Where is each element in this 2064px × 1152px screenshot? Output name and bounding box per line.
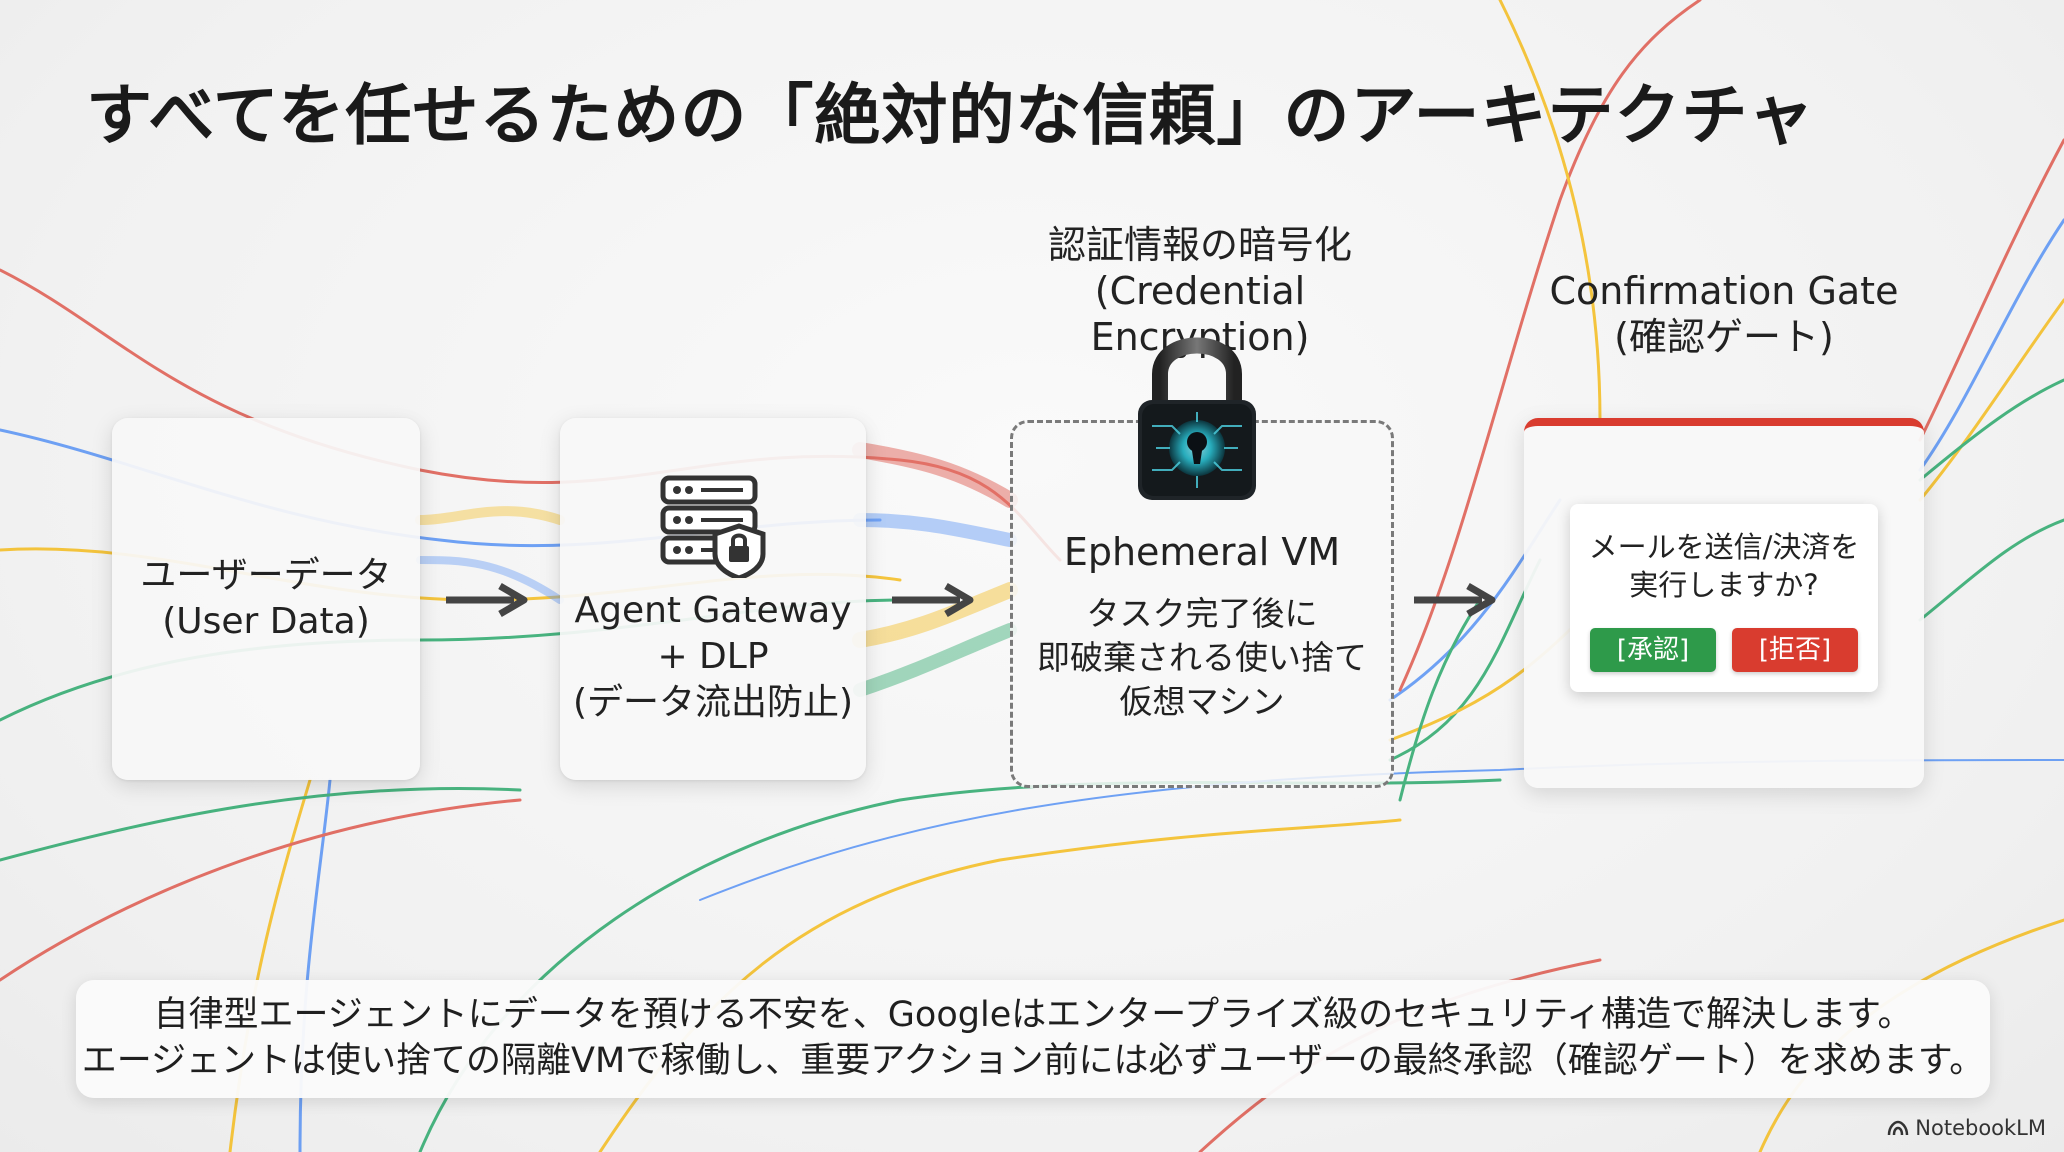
server-lock-icon bbox=[660, 475, 766, 578]
notebooklm-logo-icon bbox=[1888, 1120, 1909, 1136]
encryption-label: 認証情報の暗号化 (Credential Encryption) bbox=[990, 222, 1410, 360]
encryption-title: 認証情報の暗号化 bbox=[1047, 223, 1352, 267]
flow-line bbox=[1918, 378, 2064, 482]
flow-line bbox=[852, 442, 1018, 508]
vm-title: Ephemeral VM bbox=[1063, 530, 1341, 574]
flow-line bbox=[1918, 218, 2064, 472]
arrow-right-icon bbox=[1414, 582, 1496, 618]
gateway-label: Agent Gateway bbox=[574, 590, 852, 631]
dialog-message: メールを送信/決済を 実行しますか? bbox=[1570, 528, 1878, 604]
footer-caption: 自律型エージェントにデータを預ける不安を、Googleはエンタープライズ級のセキ… bbox=[76, 980, 1990, 1098]
footer-line-2: エージェントは使い捨ての隔離VMで稼働し、重要アクション前には必ずユーザーの最終… bbox=[81, 1041, 1985, 1081]
flow-line bbox=[1918, 138, 2064, 442]
flow-line bbox=[1498, 0, 1602, 422]
flow-line bbox=[853, 513, 1017, 547]
user-data-card: ユーザーデータ (User Data) bbox=[112, 418, 420, 780]
flow-line bbox=[0, 786, 522, 862]
flow-line bbox=[852, 582, 1018, 648]
user-data-label: ユーザーデータ bbox=[140, 555, 392, 596]
gateway-dlp-desc: (データ流出防止) bbox=[572, 682, 854, 723]
user-data-label-en: (User Data) bbox=[162, 601, 370, 642]
arrow-right-icon bbox=[446, 582, 528, 618]
brand-label: NotebookLM bbox=[1915, 1116, 2046, 1140]
flow-line bbox=[416, 556, 564, 604]
flow-line bbox=[1398, 0, 1702, 692]
flow-line bbox=[853, 623, 1017, 697]
gateway-dlp-label: + DLP bbox=[657, 636, 769, 677]
footer-line-1: 自律型エージェントにデータを預ける不安を、Googleはエンタープライズ級のセキ… bbox=[153, 995, 1913, 1035]
vm-desc-line: 仮想マシン bbox=[1119, 682, 1285, 721]
confirm-dialog: メールを送信/決済を 実行しますか? [承認] [拒否] bbox=[1570, 504, 1878, 692]
page-title: すべてを任せるための「絶対的な信頼」のアーキテクチャ bbox=[86, 77, 1815, 154]
flow-line bbox=[0, 798, 522, 982]
approve-button[interactable]: [承認] bbox=[1590, 628, 1716, 672]
flow-line bbox=[1918, 298, 2064, 502]
dialog-message-line: 実行しますか? bbox=[1629, 568, 1819, 602]
brand-mark: NotebookLM bbox=[1887, 1116, 2046, 1140]
dialog-message-line: メールを送信/決済を bbox=[1588, 530, 1860, 564]
vm-desc-line: 即破棄される使い捨て bbox=[1037, 638, 1367, 677]
gate-title: Confirmation Gate bbox=[1549, 269, 1899, 313]
flow-line bbox=[1918, 518, 2064, 622]
flow-line bbox=[1398, 598, 1482, 802]
flow-line bbox=[415, 506, 565, 525]
vm-description: タスク完了後に 即破棄される使い捨て 仮想マシン bbox=[1010, 592, 1394, 724]
gate-subtitle: (確認ゲート) bbox=[1614, 315, 1834, 359]
reject-button[interactable]: [拒否] bbox=[1732, 628, 1858, 672]
arrow-right-icon bbox=[892, 582, 974, 618]
gateway-card: Agent Gateway + DLP (データ流出防止) bbox=[560, 418, 866, 780]
vm-desc-line: タスク完了後に bbox=[1086, 594, 1318, 633]
confirmation-gate-label: Confirmation Gate (確認ゲート) bbox=[1524, 268, 1924, 360]
padlock-circuit-icon bbox=[1138, 337, 1256, 500]
